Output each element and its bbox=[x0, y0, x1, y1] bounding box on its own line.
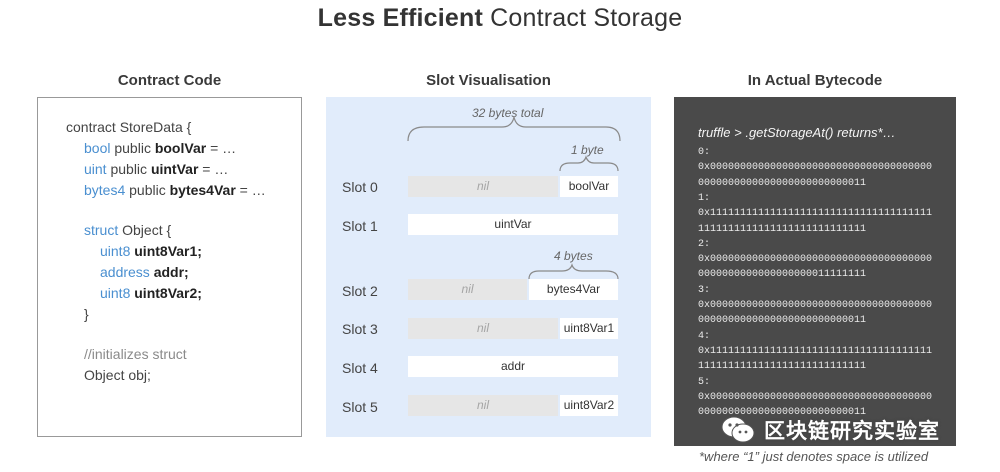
code-line-9: } bbox=[84, 306, 89, 322]
bytecode-line: 0000000000000000000000000011 bbox=[698, 315, 867, 327]
bytecode-line: 1111111111111111111111111111 bbox=[698, 223, 867, 235]
code-line-3: uint public uintVar = … bbox=[84, 161, 229, 177]
bytecode-line: 4: bbox=[698, 330, 711, 342]
code-line-1: contract StoreData { bbox=[66, 119, 192, 135]
slot-0-value: boolVar bbox=[560, 176, 618, 197]
slot-5-nil: nil bbox=[408, 395, 558, 416]
slot-3-value: uint8Var1 bbox=[560, 318, 618, 339]
total-bytes-note: 32 bytes total bbox=[472, 106, 544, 120]
code-comment: //initializes struct bbox=[84, 346, 187, 362]
footnote: *where “1” just denotes space is utilize… bbox=[699, 449, 929, 464]
code-line-8: uint8 uint8Var2; bbox=[100, 285, 202, 301]
slot-2-label: Slot 2 bbox=[342, 283, 378, 299]
slot-3-nil: nil bbox=[408, 318, 558, 339]
code-line-11: Object obj; bbox=[84, 367, 151, 383]
slot-2-value: bytes4Var bbox=[529, 279, 618, 300]
title-bold: Less Efficient bbox=[317, 4, 483, 32]
bytecode-line: 1: bbox=[698, 192, 711, 204]
bytecode-line: 0x0000000000000000000000000000000000000 bbox=[698, 391, 933, 403]
bytecode-line: 1111111111111111111111111111 bbox=[698, 361, 867, 373]
slot-1-value: uintVar bbox=[408, 214, 618, 235]
bytecode-line: 0x0000000000000000000000000000000000000 bbox=[698, 254, 933, 266]
bytecode-line: 0: bbox=[698, 147, 711, 158]
code-line-4: bytes4 public bytes4Var = … bbox=[84, 182, 266, 198]
slot-2-nil: nil bbox=[408, 279, 527, 300]
code-line-5: struct Object { bbox=[84, 222, 172, 238]
slot-4-value: addr bbox=[408, 356, 618, 377]
slot-0-label: Slot 0 bbox=[342, 179, 378, 195]
code-line-7: address addr; bbox=[100, 264, 189, 280]
column-header-slots: Slot Visualisation bbox=[426, 72, 551, 89]
watermark-text: 区块链研究实验室 bbox=[764, 420, 940, 443]
slot-1-label: Slot 1 bbox=[342, 218, 378, 234]
bytecode-panel: truffle > .getStorageAt() returns*… 0: 0x… bbox=[674, 97, 956, 446]
brace-lines bbox=[407, 116, 621, 280]
contract-code-panel: contract StoreData { bool public boolVar… bbox=[37, 97, 302, 437]
slot-5-value: uint8Var2 bbox=[560, 395, 618, 416]
bytecode-line: 2: bbox=[698, 238, 711, 250]
one-byte-note: 1 byte bbox=[571, 143, 604, 157]
wechat-icon bbox=[720, 415, 756, 445]
slot-5-label: Slot 5 bbox=[342, 399, 378, 415]
code-line-2: bool public boolVar = … bbox=[84, 140, 237, 156]
watermark: 区块链研究实验室 bbox=[720, 410, 975, 450]
code-line-6: uint8 uint8Var1; bbox=[100, 243, 202, 259]
slot-0-nil: nil bbox=[408, 176, 558, 197]
slot-3-label: Slot 3 bbox=[342, 321, 378, 337]
bytecode-line: 0000000000000000000011111111 bbox=[698, 269, 867, 281]
column-header-code: Contract Code bbox=[117, 72, 222, 89]
bytecode-line: 0x0000000000000000000000000000000000000 bbox=[698, 300, 933, 311]
bytecode-line: 3: bbox=[698, 284, 711, 296]
slot-4-label: Slot 4 bbox=[342, 360, 378, 376]
column-header-bytecode: In Actual Bytecode bbox=[747, 72, 883, 89]
bytecode-line: 0x0000000000000000000000000000000000000 bbox=[698, 162, 933, 174]
bytecode-header: truffle > .getStorageAt() returns*… bbox=[698, 125, 896, 140]
bytecode-line: 0x1111111111111111111111111111111111111 bbox=[698, 345, 933, 357]
slot-visualisation-panel: 32 bytes total 1 byte 4 bytes Slot 0 nil… bbox=[326, 97, 651, 437]
page-title: Less Efficient Contract Storage bbox=[0, 4, 1000, 33]
four-bytes-note: 4 bytes bbox=[554, 249, 593, 263]
bytecode-line: 0000000000000000000000000011 bbox=[698, 177, 867, 189]
bytecode-line: 0000000000000000000000000011 bbox=[698, 407, 867, 419]
title-rest: Contract Storage bbox=[483, 4, 683, 32]
bytecode-line: 0x1111111111111111111111111111111111111 bbox=[698, 208, 933, 220]
bytecode-line: 5: bbox=[698, 376, 711, 388]
